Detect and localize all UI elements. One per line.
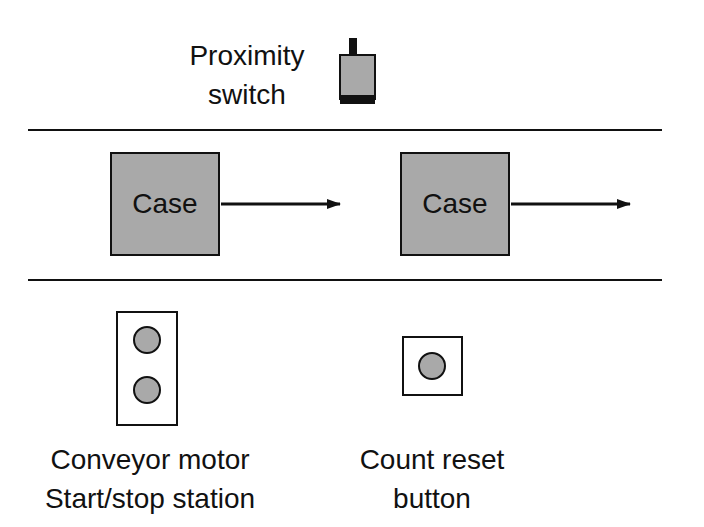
conveyor-edge	[28, 129, 662, 131]
case-label: Case	[422, 185, 487, 223]
reset-button	[403, 337, 462, 395]
case-box: Case	[400, 152, 510, 256]
part-label: Count reset button	[337, 440, 527, 518]
motion-arrow	[221, 203, 340, 206]
motion-arrow	[511, 203, 630, 206]
case-box: Case	[110, 152, 220, 256]
conveyor-edge	[28, 279, 662, 281]
case-label: Case	[132, 185, 197, 223]
start-stop-station	[117, 312, 177, 425]
part-label: Conveyor motor Start/stop station	[15, 440, 285, 518]
part-label: Proximity switch	[167, 36, 327, 114]
proximity-switch-symbol	[340, 38, 375, 104]
